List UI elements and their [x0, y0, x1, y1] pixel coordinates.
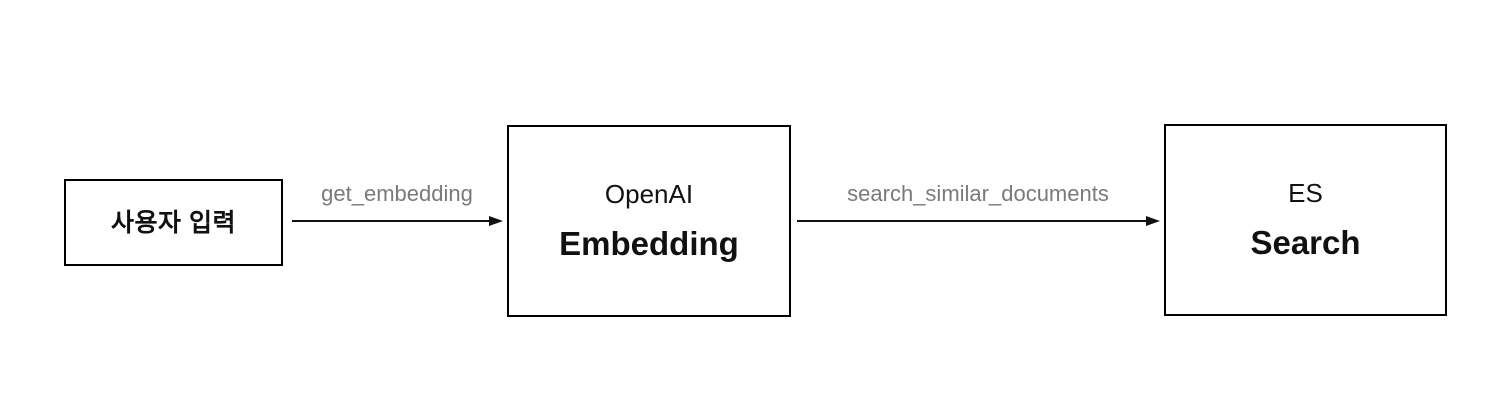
node-es-search: ES Search	[1164, 124, 1447, 316]
node-openai-embedding-line1: OpenAI	[604, 178, 694, 209]
arrow-line	[292, 220, 491, 222]
node-user-input: 사용자 입력	[64, 179, 283, 266]
edge-search-similar-documents-label: search_similar_documents	[847, 181, 1109, 206]
node-es-search-line2: Search	[1250, 223, 1361, 261]
node-es-search-line1: ES	[1288, 177, 1323, 208]
arrow-line	[797, 220, 1148, 222]
arrow-head-icon	[1146, 215, 1160, 226]
arrow-head-icon	[489, 215, 503, 226]
edge-get-embedding-label: get_embedding	[321, 181, 473, 206]
node-user-input-label: 사용자 입력	[111, 208, 236, 237]
node-openai-embedding-line2: Embedding	[559, 224, 739, 262]
node-openai-embedding: OpenAI Embedding	[507, 125, 791, 317]
